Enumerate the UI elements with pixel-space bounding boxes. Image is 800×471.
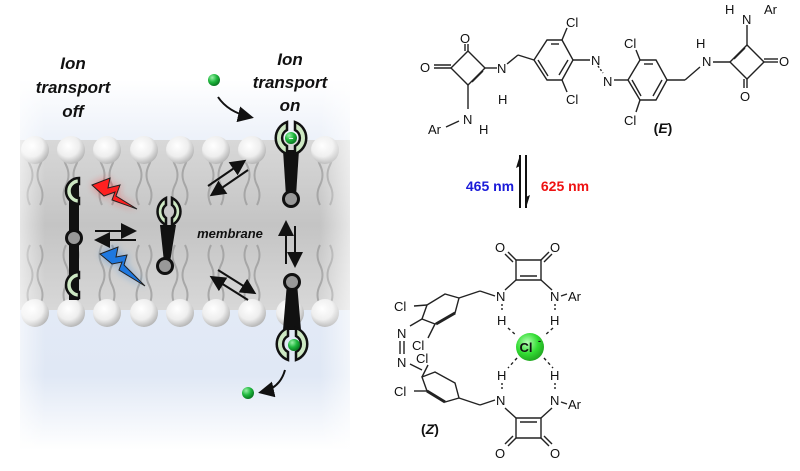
carrier-extended xyxy=(64,176,83,300)
wavelength-465nm: 465 nm xyxy=(466,178,514,194)
atom-H: H xyxy=(497,368,506,383)
atom-Cl: Cl xyxy=(624,113,636,128)
atom-Cl: Cl xyxy=(394,384,406,399)
atom-O: O xyxy=(460,31,470,46)
equilibrium-arrows-down xyxy=(209,269,257,301)
label-transport-off: Ion transport off xyxy=(36,54,112,121)
atom-Cl: Cl xyxy=(624,36,636,51)
atom-N: N xyxy=(742,12,751,27)
anion-release-arrow xyxy=(258,369,286,398)
label-on-line1: Ion xyxy=(277,50,303,69)
isomer-Z-letter: Z xyxy=(425,421,435,437)
bound-anion-icon-2 xyxy=(288,339,300,351)
atom-N: N xyxy=(463,112,472,127)
membrane-label: membrane xyxy=(197,226,263,241)
chloride-anion-icon xyxy=(516,333,544,361)
label-on-line2: transport xyxy=(253,73,329,92)
structure-E-isomer: O O N H N H Ar Cl Cl N N Cl Cl xyxy=(420,2,789,137)
atom-O: O xyxy=(550,446,560,461)
equilibrium-arrows-1 xyxy=(94,223,137,248)
label-off-line3: off xyxy=(62,102,86,121)
photoswitch-equilibrium: 465 nm 625 nm xyxy=(466,155,589,208)
atom-O: O xyxy=(740,89,750,104)
label-off-line1: Ion xyxy=(60,54,86,73)
atom-H: H xyxy=(725,2,734,17)
atom-O: O xyxy=(420,60,430,75)
red-light-icon xyxy=(91,177,138,210)
atom-N: N xyxy=(702,54,711,69)
chloride-label: Cl xyxy=(520,340,533,355)
structure-Z-isomer: O O N N Ar H H Cl - H H N N Ar xyxy=(394,240,582,461)
wavelength-625nm: 625 nm xyxy=(541,178,589,194)
atom-Ar: Ar xyxy=(764,2,778,17)
atom-H: H xyxy=(498,92,507,107)
ion-charge: − xyxy=(289,134,294,143)
label-on-line3: on xyxy=(280,96,301,115)
atom-O: O xyxy=(495,240,505,255)
equilibrium-arrows-up xyxy=(207,159,249,197)
atom-N: N xyxy=(550,393,559,408)
equilibrium-arrows-vertical xyxy=(278,220,303,268)
atom-N: N xyxy=(397,355,406,370)
atom-Cl: Cl xyxy=(416,351,428,366)
isomer-E-letter: E xyxy=(658,120,668,136)
atom-N: N xyxy=(550,289,559,304)
atom-N: N xyxy=(496,393,505,408)
atom-Cl: Cl xyxy=(566,15,578,30)
atom-H: H xyxy=(497,313,506,328)
atom-O: O xyxy=(495,446,505,461)
label-transport-on: Ion transport on xyxy=(253,50,329,115)
atom-Cl: Cl xyxy=(566,92,578,107)
atom-O: O xyxy=(550,240,560,255)
fade-right xyxy=(320,60,370,460)
atom-N: N xyxy=(603,74,612,89)
atom-H: H xyxy=(550,368,559,383)
fade-left xyxy=(0,60,45,460)
atom-Cl: Cl xyxy=(412,338,424,353)
label-off-line2: transport xyxy=(36,78,112,97)
atom-O: O xyxy=(779,54,789,69)
atom-H: H xyxy=(696,36,705,51)
anion-uptake-arrow xyxy=(217,96,254,123)
chloride-charge: - xyxy=(538,336,541,346)
atom-N: N xyxy=(397,326,406,341)
atom-H: H xyxy=(479,122,488,137)
blue-light-icon xyxy=(99,246,146,287)
atom-N: N xyxy=(591,53,600,68)
atom-Ar: Ar xyxy=(428,122,442,137)
isomer-Z-label: (Z) xyxy=(421,421,439,437)
atom-Ar: Ar xyxy=(568,289,582,304)
carrier-bottom-bound xyxy=(275,273,309,362)
bound-anion-icon xyxy=(285,132,297,144)
atom-H: H xyxy=(550,313,559,328)
atom-N: N xyxy=(497,61,506,76)
atom-N: N xyxy=(496,289,505,304)
carrier-folded-empty xyxy=(156,196,182,275)
membrane-scheme: Ion transport off Ion transport on membr… xyxy=(0,50,370,460)
atom-Ar: Ar xyxy=(568,397,582,412)
free-anion-top-icon xyxy=(208,74,220,86)
free-anion-bottom-icon xyxy=(242,387,254,399)
carrier-top-bound: − xyxy=(274,120,308,208)
isomer-E-label: (E) xyxy=(654,120,673,136)
atom-Cl: Cl xyxy=(394,299,406,314)
